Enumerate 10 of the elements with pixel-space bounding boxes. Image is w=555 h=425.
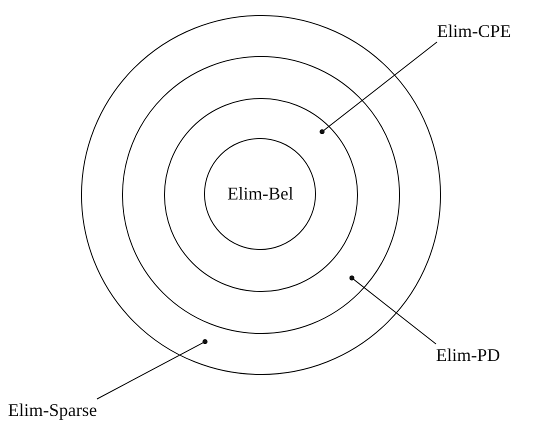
circle-label: Elim-Bel: [226, 184, 294, 205]
ring-circle: [164, 98, 358, 292]
ring-circle: [122, 56, 400, 334]
ring-circle: [204, 138, 316, 250]
leader-line: [96, 339, 208, 400]
leader-label: Elim-CPE: [437, 20, 512, 42]
leader-line: [349, 275, 436, 344]
leader-label: Elim-Sparse: [8, 399, 97, 421]
leader-label: Elim-PD: [436, 344, 500, 366]
leader-line: [320, 42, 438, 134]
